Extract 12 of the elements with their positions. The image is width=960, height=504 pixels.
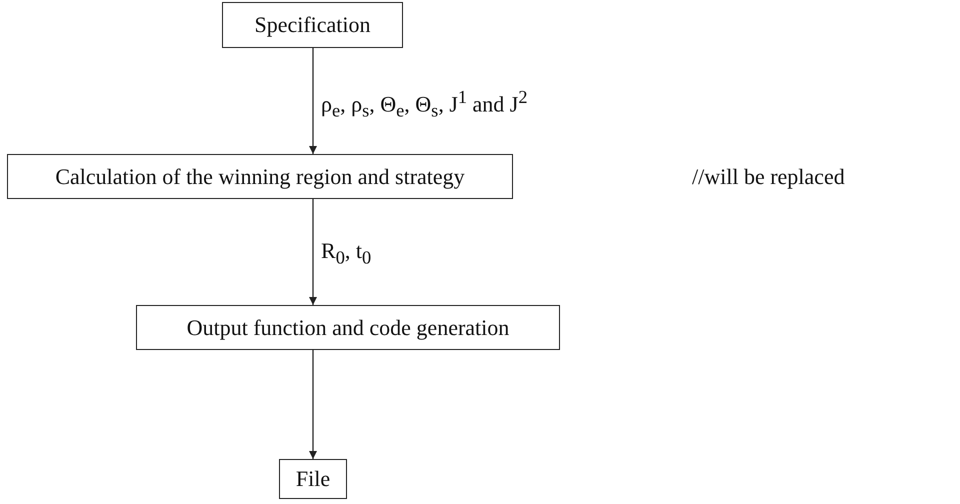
arrow: [309, 350, 317, 459]
process-box: [136, 305, 560, 350]
note-text: //will be replaced: [692, 164, 845, 190]
box-label: File: [296, 466, 330, 492]
process-box: [279, 459, 347, 499]
process-box: [222, 2, 403, 48]
box-label: Specification: [254, 12, 371, 38]
box-label: Calculation of the winning region and strategy: [55, 164, 465, 190]
process-box: [7, 154, 513, 199]
arrow: [309, 199, 317, 305]
box-label: Output function and code generation: [186, 314, 510, 340]
arrow: [309, 48, 317, 154]
